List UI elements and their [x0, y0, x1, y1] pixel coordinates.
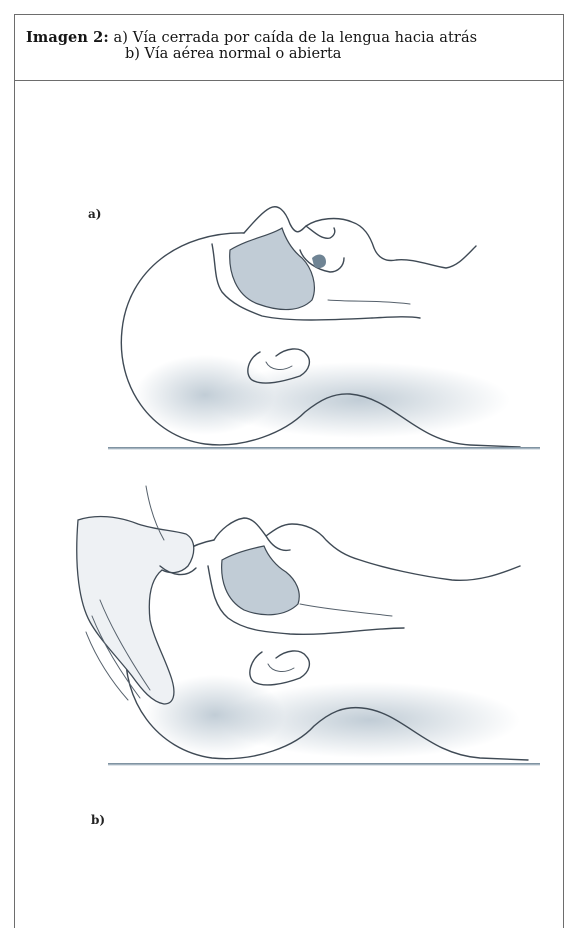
panel-a-floor [108, 447, 540, 450]
panel-a-skull-shade [135, 355, 275, 435]
panel-a-label: a) [88, 207, 101, 221]
panel-b-hand-shape [77, 517, 194, 704]
panel-a-uvula [312, 255, 326, 269]
panel-b-tongue [222, 546, 300, 615]
panel-b-ear-inner [268, 664, 294, 671]
panel-b-nose [266, 536, 290, 550]
panel-b-rescuer-hand [77, 486, 196, 704]
panel-a-trachea [328, 300, 410, 304]
panel-b-floor [108, 763, 540, 766]
panel-b-ear [250, 651, 310, 685]
panel-a-head [121, 207, 520, 447]
panel-a-tongue [230, 228, 315, 310]
panel-b-label: b) [91, 813, 105, 827]
panel-b-trachea [300, 604, 392, 616]
panel-a-nose [306, 226, 335, 238]
